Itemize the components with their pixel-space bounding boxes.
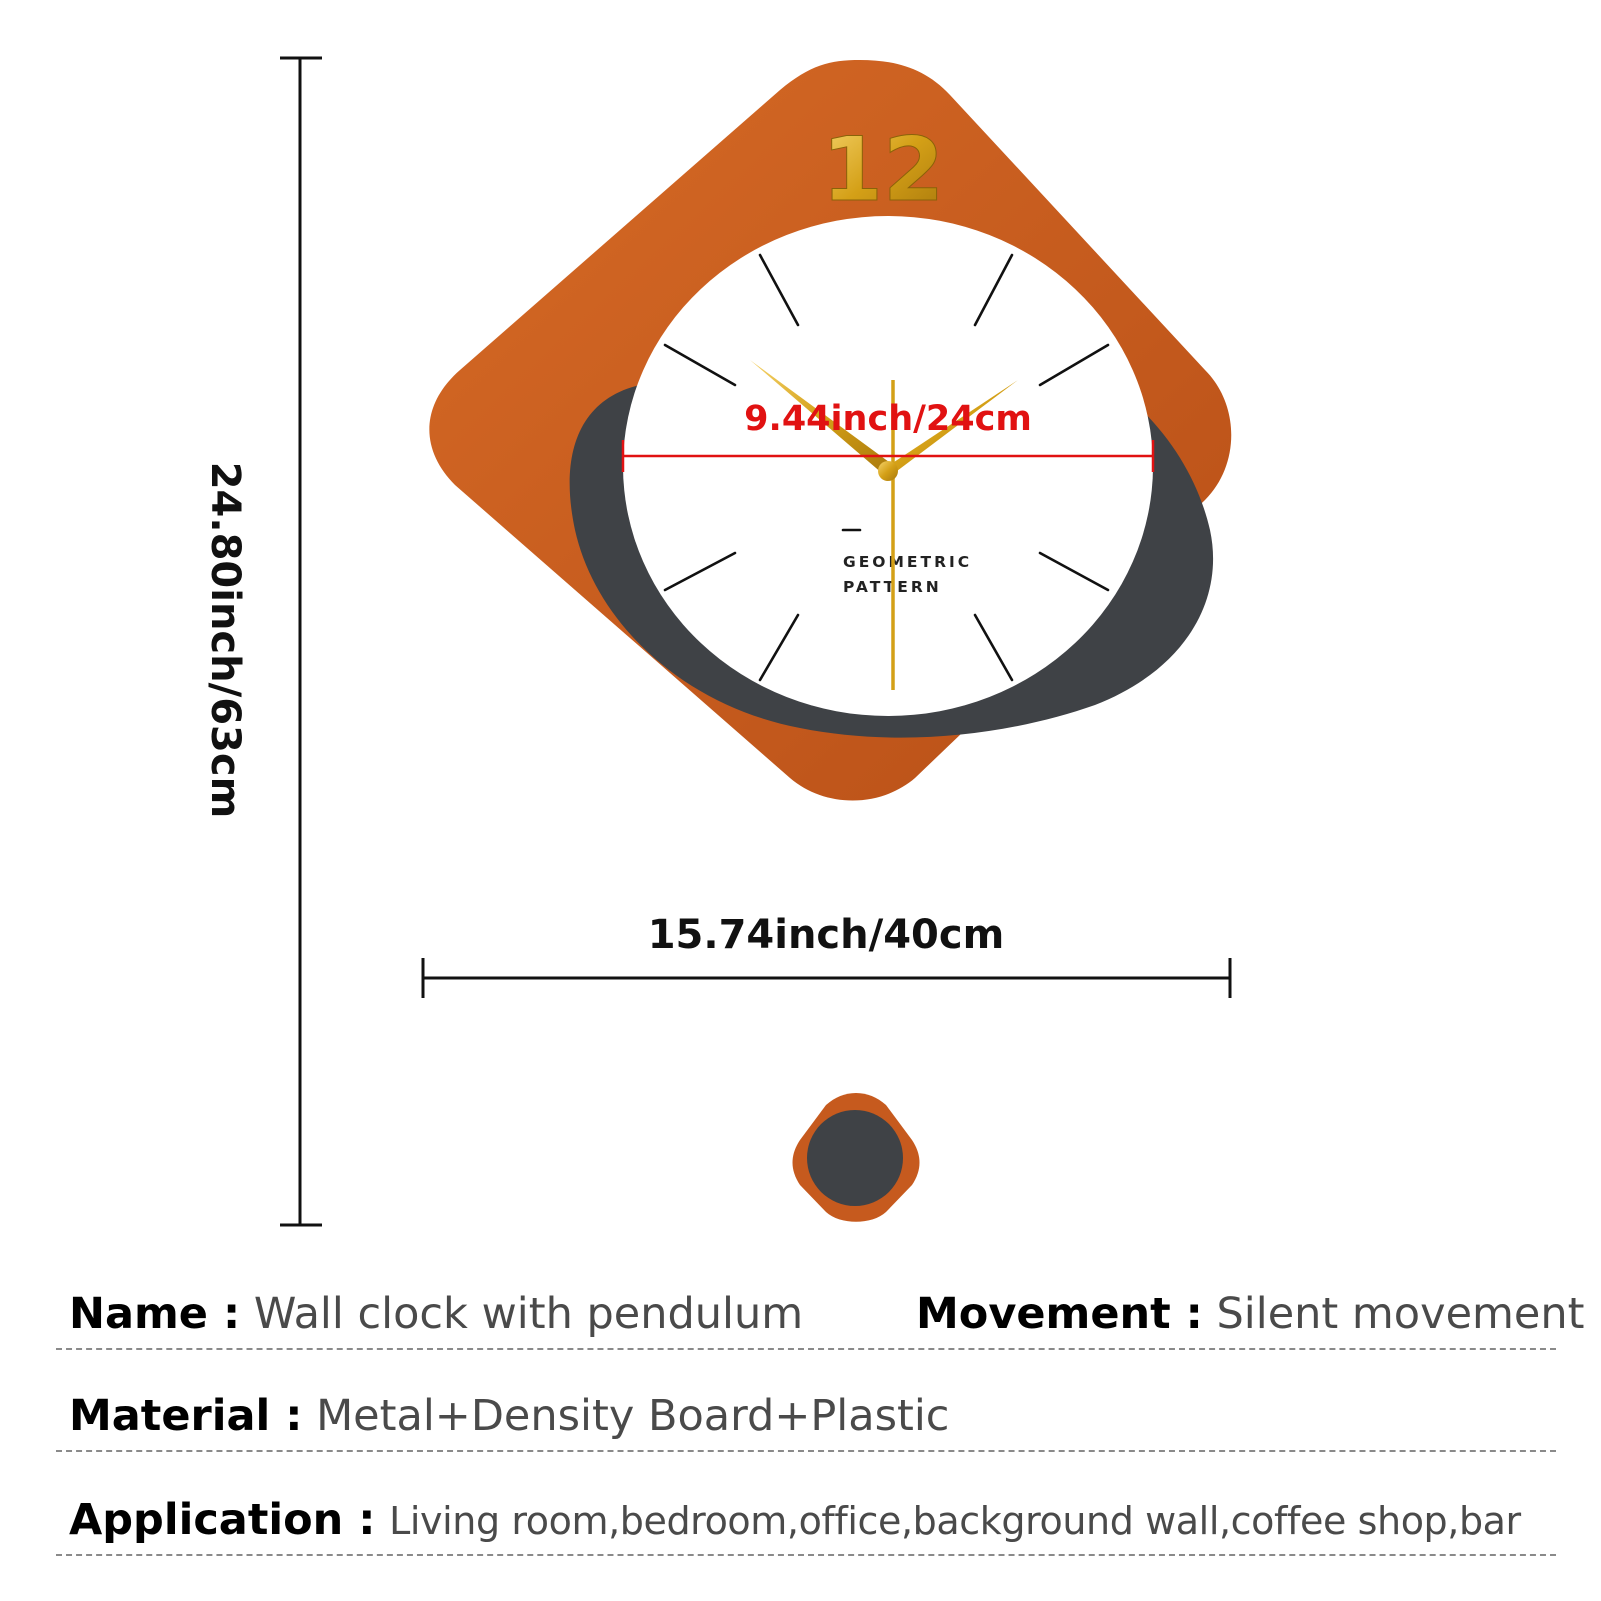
dial-diameter-label: 9.44inch/24cm	[744, 399, 1032, 439]
spec-application: Application : Living room,bedroom,office…	[69, 1499, 1521, 1542]
dial-diameter-line	[621, 440, 1155, 472]
spec-application-value: Living room,bedroom,office,background wa…	[389, 1499, 1521, 1543]
spec-movement: Movement : Silent movement	[916, 1293, 1584, 1336]
spec-movement-value: Silent movement	[1216, 1289, 1585, 1339]
dial-brand-line-1: GEOMETRIC	[843, 553, 972, 571]
spec-divider	[56, 1450, 1556, 1452]
spec-material-value: Metal+Density Board+Plastic	[316, 1391, 950, 1441]
spec-name-label: Name :	[69, 1289, 241, 1339]
minute-hand	[882, 380, 1018, 474]
spec-divider	[56, 1348, 1556, 1350]
hour-hand	[750, 360, 893, 474]
dial-brand-line-2: PATTERN	[843, 578, 942, 596]
width-dimension-line	[421, 958, 1232, 998]
hour-markers	[663, 253, 1110, 682]
width-dimension-label: 15.74inch/40cm	[648, 912, 1005, 958]
hands-hub	[878, 461, 898, 481]
height-dimension-label: 24.80inch/63cm	[202, 462, 248, 819]
spec-material: Material : Metal+Density Board+Plastic	[69, 1395, 949, 1438]
clock-hands	[750, 360, 1018, 690]
pendulum-bob	[792, 1093, 920, 1222]
spec-name: Name : Wall clock with pendulum	[69, 1293, 803, 1336]
spec-row-application: Application : Living room,bedroom,office…	[56, 1486, 1556, 1556]
numeral-12: 12	[822, 118, 944, 221]
spec-divider	[56, 1554, 1556, 1556]
height-dimension-line	[280, 56, 322, 1227]
spec-movement-label: Movement :	[916, 1289, 1203, 1339]
spec-material-label: Material :	[69, 1391, 303, 1441]
gold-hour-markers	[635, 223, 1143, 707]
spec-name-value: Wall clock with pendulum	[253, 1289, 804, 1339]
spec-row-name-movement: Name : Wall clock with pendulum Movement…	[56, 1280, 1584, 1350]
spec-row-material: Material : Metal+Density Board+Plastic	[56, 1382, 1556, 1452]
spec-application-label: Application :	[69, 1495, 376, 1545]
